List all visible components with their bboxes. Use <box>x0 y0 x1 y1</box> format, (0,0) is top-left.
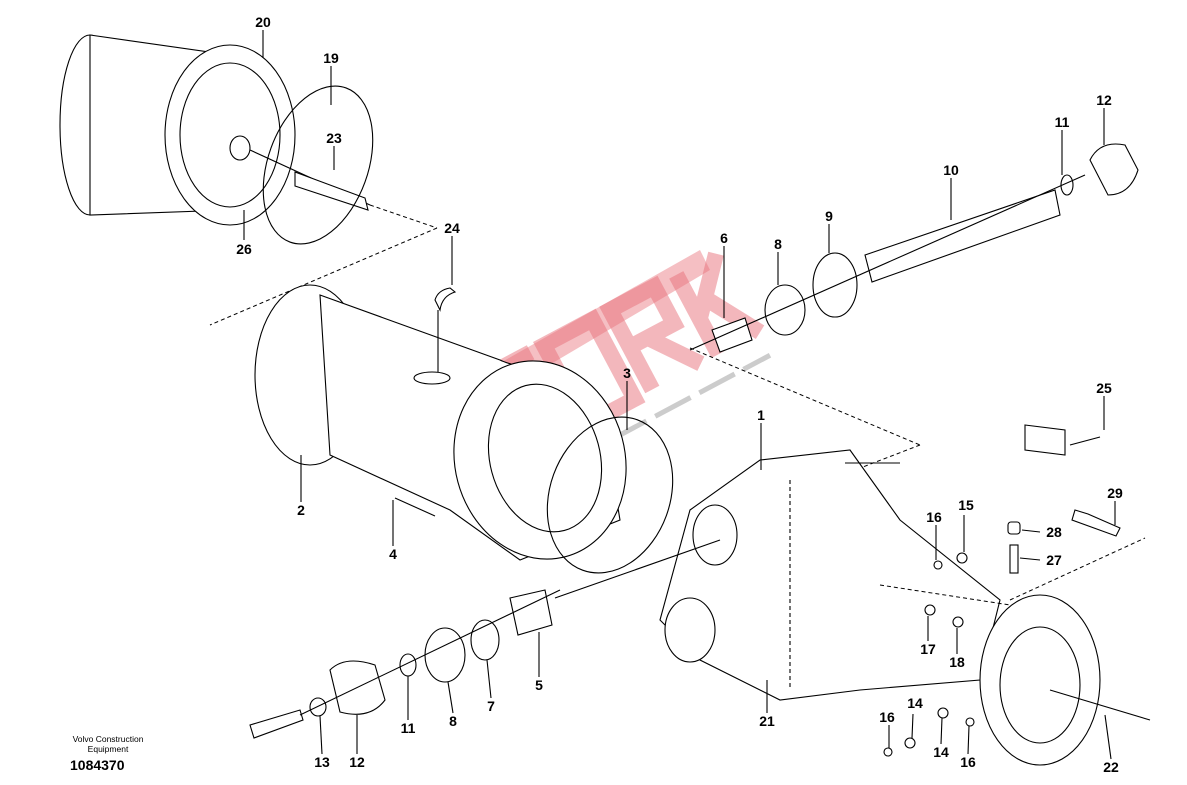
drawing-caption: Volvo Construction Equipment 1084370 <box>58 734 158 773</box>
callout-1: 1 <box>757 407 765 423</box>
callout-9: 9 <box>825 208 833 224</box>
callout-17: 17 <box>920 641 936 657</box>
callout-15: 15 <box>958 497 974 513</box>
company-name: Volvo Construction Equipment <box>72 734 144 754</box>
leader-lines <box>243 30 1116 760</box>
shaft-group <box>689 143 1139 353</box>
callout-8b: 8 <box>449 713 457 729</box>
callout-5: 5 <box>535 677 543 693</box>
callout-11: 11 <box>1055 114 1070 130</box>
callout-16: 16 <box>926 509 942 525</box>
callout-7: 7 <box>487 698 495 714</box>
wheel-hub <box>59 34 371 226</box>
callout-28: 28 <box>1046 524 1062 540</box>
bottom-parts <box>249 589 561 739</box>
callout-18: 18 <box>949 654 965 670</box>
callout-22: 22 <box>1103 759 1119 775</box>
callout-27: 27 <box>1046 552 1062 568</box>
assembly-line <box>369 204 438 229</box>
callout-6: 6 <box>720 230 728 246</box>
callout-3: 3 <box>623 365 631 381</box>
callout-12: 12 <box>1096 92 1112 108</box>
callout-13: 13 <box>314 754 330 770</box>
axle-housing <box>254 284 627 561</box>
assembly-line <box>209 227 438 326</box>
callout-12b: 12 <box>349 754 365 770</box>
callout-16c: 16 <box>960 754 976 770</box>
callout-23: 23 <box>326 130 342 146</box>
callout-4: 4 <box>389 546 397 562</box>
bolt-4 <box>394 497 436 517</box>
callout-14: 14 <box>907 695 923 711</box>
o-ring-19 <box>262 85 374 245</box>
callout-8: 8 <box>774 236 782 252</box>
callout-11b: 11 <box>401 720 416 736</box>
o-ring-3 <box>546 416 674 574</box>
callout-labels: 20 19 23 26 24 3 6 8 9 10 11 12 25 1 2 4… <box>236 14 1123 775</box>
callout-20: 20 <box>255 14 271 30</box>
callout-26: 26 <box>236 241 252 257</box>
callout-2: 2 <box>297 502 305 518</box>
callout-29: 29 <box>1107 485 1123 501</box>
callout-16b: 16 <box>879 709 895 725</box>
callout-21: 21 <box>759 713 775 729</box>
drawing-number: 1084370 <box>70 757 125 773</box>
small-parts <box>883 424 1121 757</box>
differential-carrier <box>659 449 1001 701</box>
callout-25: 25 <box>1096 380 1112 396</box>
hub-22 <box>979 594 1151 766</box>
breather-24 <box>434 287 457 312</box>
callout-19: 19 <box>323 50 339 66</box>
callout-24: 24 <box>444 220 460 236</box>
callout-10: 10 <box>943 162 959 178</box>
callout-14b: 14 <box>933 744 949 760</box>
